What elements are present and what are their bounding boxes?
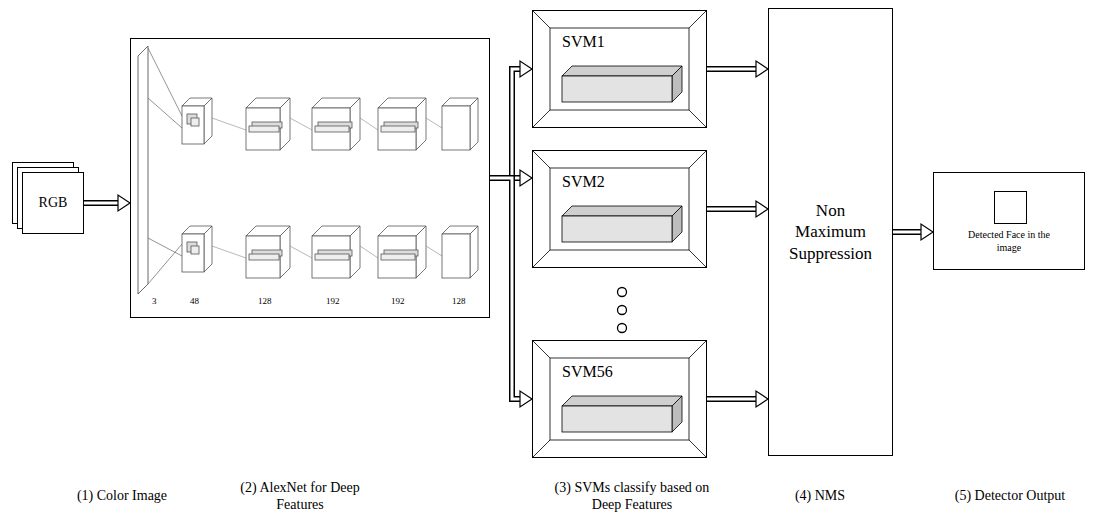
stage-caption: (3) SVMs classify based on Deep Features: [545, 480, 720, 514]
node-text: SVM2: [562, 172, 605, 192]
svm-drawing: [532, 340, 707, 458]
out-drawing: [934, 173, 1086, 271]
flow-arrow: [490, 178, 532, 407]
channel-count: 128: [258, 296, 272, 307]
flow-arrow: [707, 61, 768, 77]
alex-drawing: [130, 38, 490, 318]
stage-caption: (5) Detector Output: [925, 488, 1095, 505]
ellipsis-dots: [618, 288, 627, 333]
cnn-box: 3 48 128 192 192 128: [130, 38, 490, 318]
stage-caption: (2) AlexNet for Deep Features: [230, 480, 370, 514]
nms-box: Non Maximum Suppression: [768, 8, 893, 456]
stage-caption: (4) NMS: [775, 488, 865, 505]
svm-drawing: [532, 10, 707, 128]
node-text: Non Maximum Suppression: [783, 200, 878, 264]
flow-arrow: [490, 61, 532, 178]
node-text: RGB: [39, 194, 68, 212]
channel-count: 192: [391, 296, 405, 307]
node-text: Detected Face in the image: [967, 229, 1051, 254]
channel-count: 3: [152, 296, 157, 307]
channel-count: 192: [326, 296, 340, 307]
flow-arrow: [707, 391, 768, 407]
svm-box: SVM1: [532, 10, 707, 128]
svm-box: SVM2: [532, 150, 707, 268]
channel-count: 128: [452, 296, 466, 307]
flow-arrow: [84, 195, 130, 211]
node-text: SVM1: [562, 32, 605, 52]
channel-count: 48: [190, 296, 199, 307]
svm-drawing: [532, 150, 707, 268]
input-image: RGB: [22, 172, 84, 234]
flow-arrow: [893, 224, 933, 240]
stage-caption: (1) Color Image: [37, 488, 207, 505]
flow-arrow: [707, 201, 768, 217]
svm-box: SVM56: [532, 340, 707, 458]
node-text: SVM56: [562, 362, 613, 382]
output-box: Detected Face in the image: [933, 172, 1085, 270]
